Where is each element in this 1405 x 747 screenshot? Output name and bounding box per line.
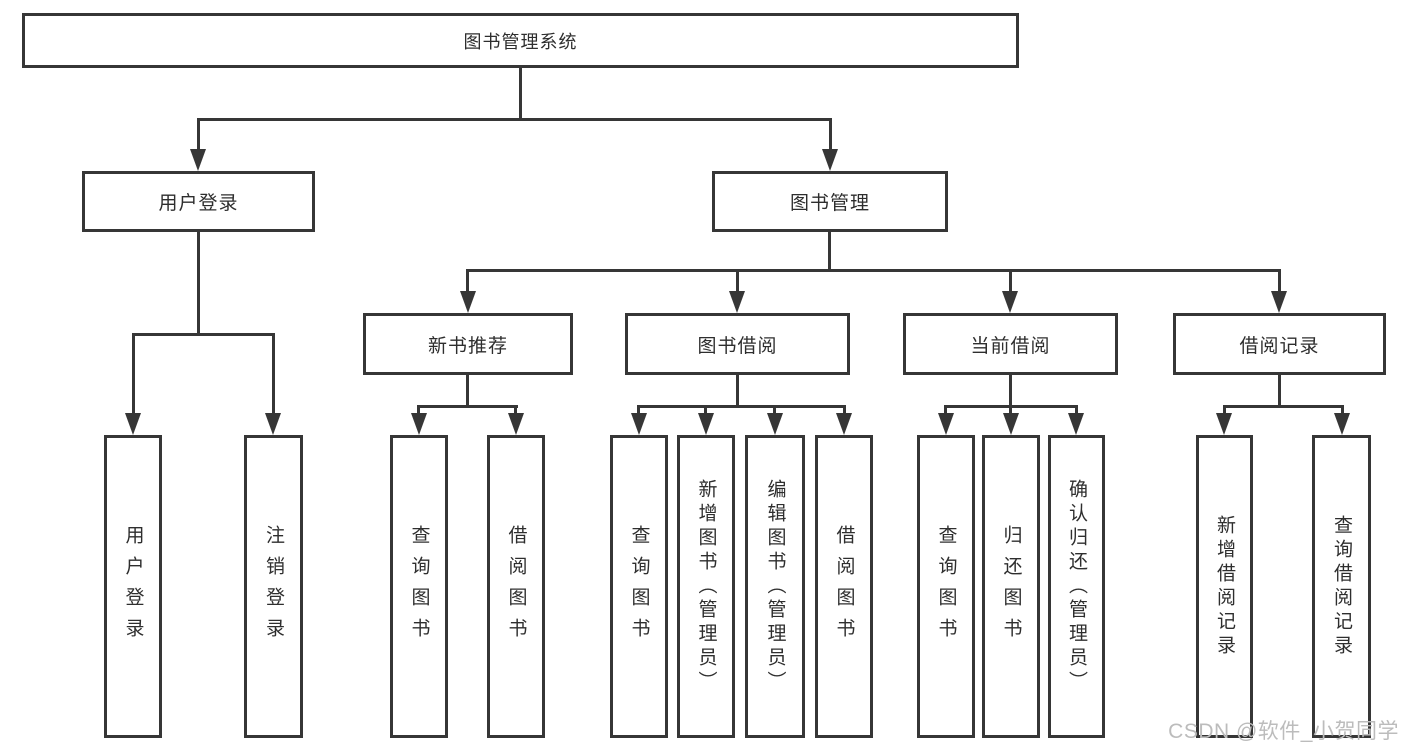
connector-line xyxy=(637,405,846,408)
node-label: 图书借阅 xyxy=(697,335,778,357)
connector-line xyxy=(944,405,947,415)
connector-line xyxy=(1278,375,1281,407)
connector-line xyxy=(466,269,1281,272)
connector-line xyxy=(637,405,640,415)
arrow-down-icon xyxy=(938,413,954,435)
connector-line xyxy=(1075,405,1078,415)
connector-line xyxy=(417,405,420,415)
node-label: 确认归还（管理员） xyxy=(1066,478,1087,695)
arrow-down-icon xyxy=(1334,413,1350,435)
arrow-down-icon xyxy=(1002,291,1018,313)
node-label: 借阅记录 xyxy=(1239,335,1320,357)
leaf-borrow-books-recommend: 借阅图书 xyxy=(487,435,545,738)
node-book-borrowing: 图书借阅 xyxy=(625,313,850,375)
connector-line xyxy=(519,68,522,120)
connector-line xyxy=(704,405,707,415)
arrow-down-icon xyxy=(1271,291,1287,313)
node-label: 图书管理 xyxy=(789,193,870,214)
node-label: 用户登录 xyxy=(122,524,144,649)
leaf-edit-books-admin: 编辑图书（管理员） xyxy=(745,435,805,738)
arrow-down-icon xyxy=(125,413,141,435)
connector-line xyxy=(272,333,275,414)
arrow-down-icon xyxy=(631,413,647,435)
leaf-query-borrow-record: 查询借阅记录 xyxy=(1312,435,1371,738)
arrow-down-icon xyxy=(411,413,427,435)
arrow-down-icon xyxy=(836,413,852,435)
arrow-down-icon xyxy=(460,291,476,313)
node-label: 查询借阅记录 xyxy=(1331,514,1352,659)
node-label: 编辑图书（管理员） xyxy=(764,478,786,695)
connector-line xyxy=(197,118,200,151)
node-label: 注销登录 xyxy=(263,524,284,649)
arrow-down-icon xyxy=(767,413,783,435)
connector-line xyxy=(466,375,469,407)
leaf-add-books-admin: 新增图书（管理员） xyxy=(677,435,735,738)
node-label: 当前借阅 xyxy=(970,335,1051,357)
arrow-down-icon xyxy=(1003,413,1019,435)
connector-line xyxy=(132,333,275,336)
node-label: 查询图书 xyxy=(408,524,430,649)
connector-line xyxy=(514,405,517,415)
connector-line xyxy=(417,405,518,408)
node-current-borrowing: 当前借阅 xyxy=(903,313,1118,375)
connector-line xyxy=(1223,405,1344,408)
connector-line xyxy=(132,333,135,414)
node-label: 新增图书（管理员） xyxy=(695,478,717,695)
connector-line xyxy=(843,405,846,415)
leaf-confirm-return-admin: 确认归还（管理员） xyxy=(1048,435,1105,738)
connector-line xyxy=(1009,405,1012,415)
node-borrowing-records: 借阅记录 xyxy=(1173,313,1386,375)
arrow-down-icon xyxy=(698,413,714,435)
connector-line xyxy=(197,118,832,121)
leaf-query-books-current: 查询图书 xyxy=(917,435,975,738)
connector-line xyxy=(1341,405,1344,415)
node-label: 借阅图书 xyxy=(505,524,527,649)
node-label: 用户登录 xyxy=(158,193,239,214)
leaf-borrow-books: 借阅图书 xyxy=(815,435,873,738)
arrow-down-icon xyxy=(1068,413,1084,435)
connector-line xyxy=(197,232,200,336)
connector-line xyxy=(736,269,739,292)
leaf-query-books-borrowing: 查询图书 xyxy=(610,435,668,738)
leaf-add-borrow-record: 新增借阅记录 xyxy=(1196,435,1253,738)
leaf-query-books-recommend: 查询图书 xyxy=(390,435,448,738)
arrow-down-icon xyxy=(729,291,745,313)
node-label: 图书管理系统 xyxy=(463,31,578,52)
connector-line xyxy=(1223,405,1226,415)
node-label: 归还图书 xyxy=(1000,524,1022,649)
arrow-down-icon xyxy=(1216,413,1232,435)
arrow-down-icon xyxy=(265,413,281,435)
arrow-down-icon xyxy=(508,413,524,435)
leaf-return-books: 归还图书 xyxy=(982,435,1040,738)
arrow-down-icon xyxy=(822,149,838,171)
node-library-management-system: 图书管理系统 xyxy=(22,13,1019,68)
connector-line xyxy=(1009,375,1012,407)
connector-line xyxy=(1278,269,1281,292)
connector-line xyxy=(736,375,739,407)
node-label: 查询图书 xyxy=(935,524,957,649)
node-label: 新书推荐 xyxy=(427,335,508,357)
leaf-user-login: 用户登录 xyxy=(104,435,162,738)
node-label: 新增借阅记录 xyxy=(1214,514,1235,659)
csdn-watermark: CSDN @软件_小贺同学 xyxy=(1168,720,1399,743)
connector-line xyxy=(828,232,831,272)
node-new-book-recommendation: 新书推荐 xyxy=(363,313,573,375)
connector-line xyxy=(773,405,776,415)
leaf-logout: 注销登录 xyxy=(244,435,303,738)
arrow-down-icon xyxy=(190,149,206,171)
connector-line xyxy=(829,118,832,151)
node-book-management: 图书管理 xyxy=(712,171,948,232)
node-user-login: 用户登录 xyxy=(82,171,315,232)
connector-line xyxy=(466,269,469,292)
connector-line xyxy=(1009,269,1012,292)
node-label: 查询图书 xyxy=(628,524,650,649)
node-label: 借阅图书 xyxy=(833,524,855,649)
